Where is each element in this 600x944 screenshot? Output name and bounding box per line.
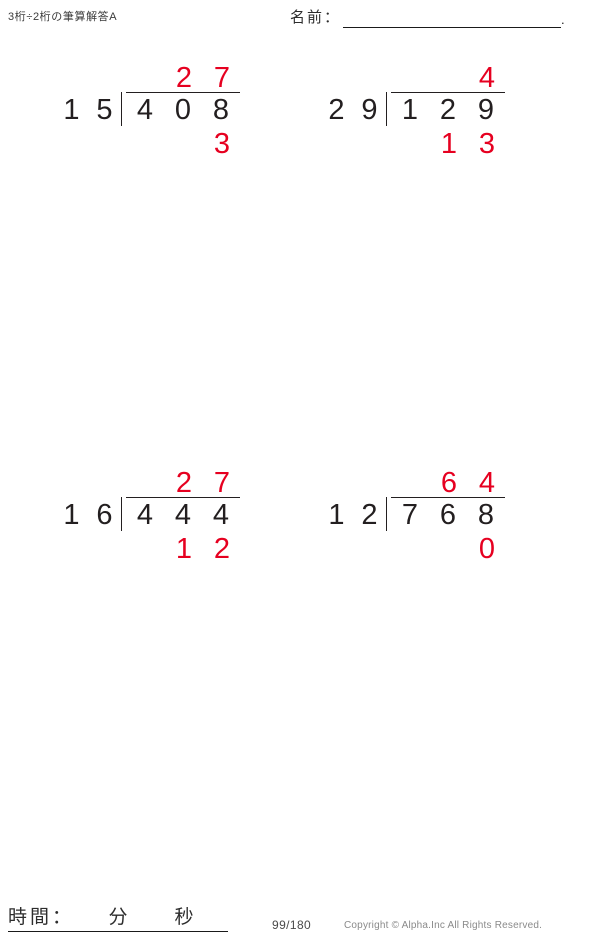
divisor-digit: 2 <box>361 499 378 531</box>
divisor-digit: 1 <box>63 94 80 126</box>
remainder-digit <box>430 533 468 565</box>
dividend-digit: 8 <box>212 94 230 126</box>
divisor-digit: 9 <box>361 94 378 126</box>
remainder-digit <box>127 533 165 565</box>
name-period: . <box>561 12 565 27</box>
division-bracket-stem <box>121 497 122 531</box>
dividend-digit: 7 <box>401 499 419 531</box>
quotient-row: 4 <box>320 60 506 94</box>
dividend-digit: 6 <box>439 499 457 531</box>
name-field: 名前： . <box>290 6 565 28</box>
dividend-digit: 4 <box>136 94 154 126</box>
quotient-digit: 2 <box>175 467 193 499</box>
divisor-digit: 1 <box>328 499 345 531</box>
dividend-digit: 1 <box>401 94 419 126</box>
remainder-digit: 3 <box>478 128 496 160</box>
remainder-digit: 0 <box>478 533 496 565</box>
dividend-digit: 4 <box>212 499 230 531</box>
quotient-digit: 2 <box>175 62 193 94</box>
quotient-digit <box>127 467 165 499</box>
remainder-row: 3 <box>55 126 241 160</box>
footer: 時間： 分 秒 99/180 Copyright © Alpha.Inc All… <box>0 898 600 944</box>
divisor-digit: 2 <box>328 94 345 126</box>
remainder-digit <box>392 533 430 565</box>
division-bracket-stem <box>386 497 387 531</box>
remainder-digit <box>165 128 203 160</box>
remainder-digit <box>392 128 430 160</box>
division-bracket-stem <box>386 92 387 126</box>
divisor-digit: 6 <box>96 499 113 531</box>
divisor-digit: 1 <box>63 499 80 531</box>
name-input[interactable] <box>343 10 562 28</box>
dividend-digit: 0 <box>174 94 192 126</box>
quotient-digit: 7 <box>213 467 231 499</box>
dividend-digit: 4 <box>136 499 154 531</box>
quotient-digit: 6 <box>440 467 458 499</box>
dividend-digit: 9 <box>477 94 495 126</box>
quotient-digit: 4 <box>478 467 496 499</box>
dividend-digit: 8 <box>477 499 495 531</box>
remainder-row: 0 <box>320 531 506 565</box>
name-label: 名前： <box>290 9 342 26</box>
dividend-digit: 2 <box>439 94 457 126</box>
remainder-digit <box>127 128 165 160</box>
time-field[interactable]: 時間： 分 秒 <box>8 902 228 932</box>
page-number: 99/180 <box>272 918 312 932</box>
dividend-digit: 4 <box>174 499 192 531</box>
remainder-digit: 1 <box>175 533 193 565</box>
remainder-digit: 1 <box>440 128 458 160</box>
quotient-digit: 7 <box>213 62 231 94</box>
quotient-digit: 4 <box>478 62 496 94</box>
quotient-digit <box>392 467 430 499</box>
division-bracket-stem <box>121 92 122 126</box>
quotient-digit <box>430 62 468 94</box>
remainder-digit: 2 <box>213 533 231 565</box>
remainder-digit: 3 <box>213 128 231 160</box>
page-title: 3桁÷2桁の筆算解答A <box>8 11 118 23</box>
divisor-digit: 5 <box>96 94 113 126</box>
copyright-notice: Copyright © Alpha.Inc All Rights Reserve… <box>344 920 543 931</box>
quotient-digit <box>392 62 430 94</box>
quotient-digit <box>127 62 165 94</box>
